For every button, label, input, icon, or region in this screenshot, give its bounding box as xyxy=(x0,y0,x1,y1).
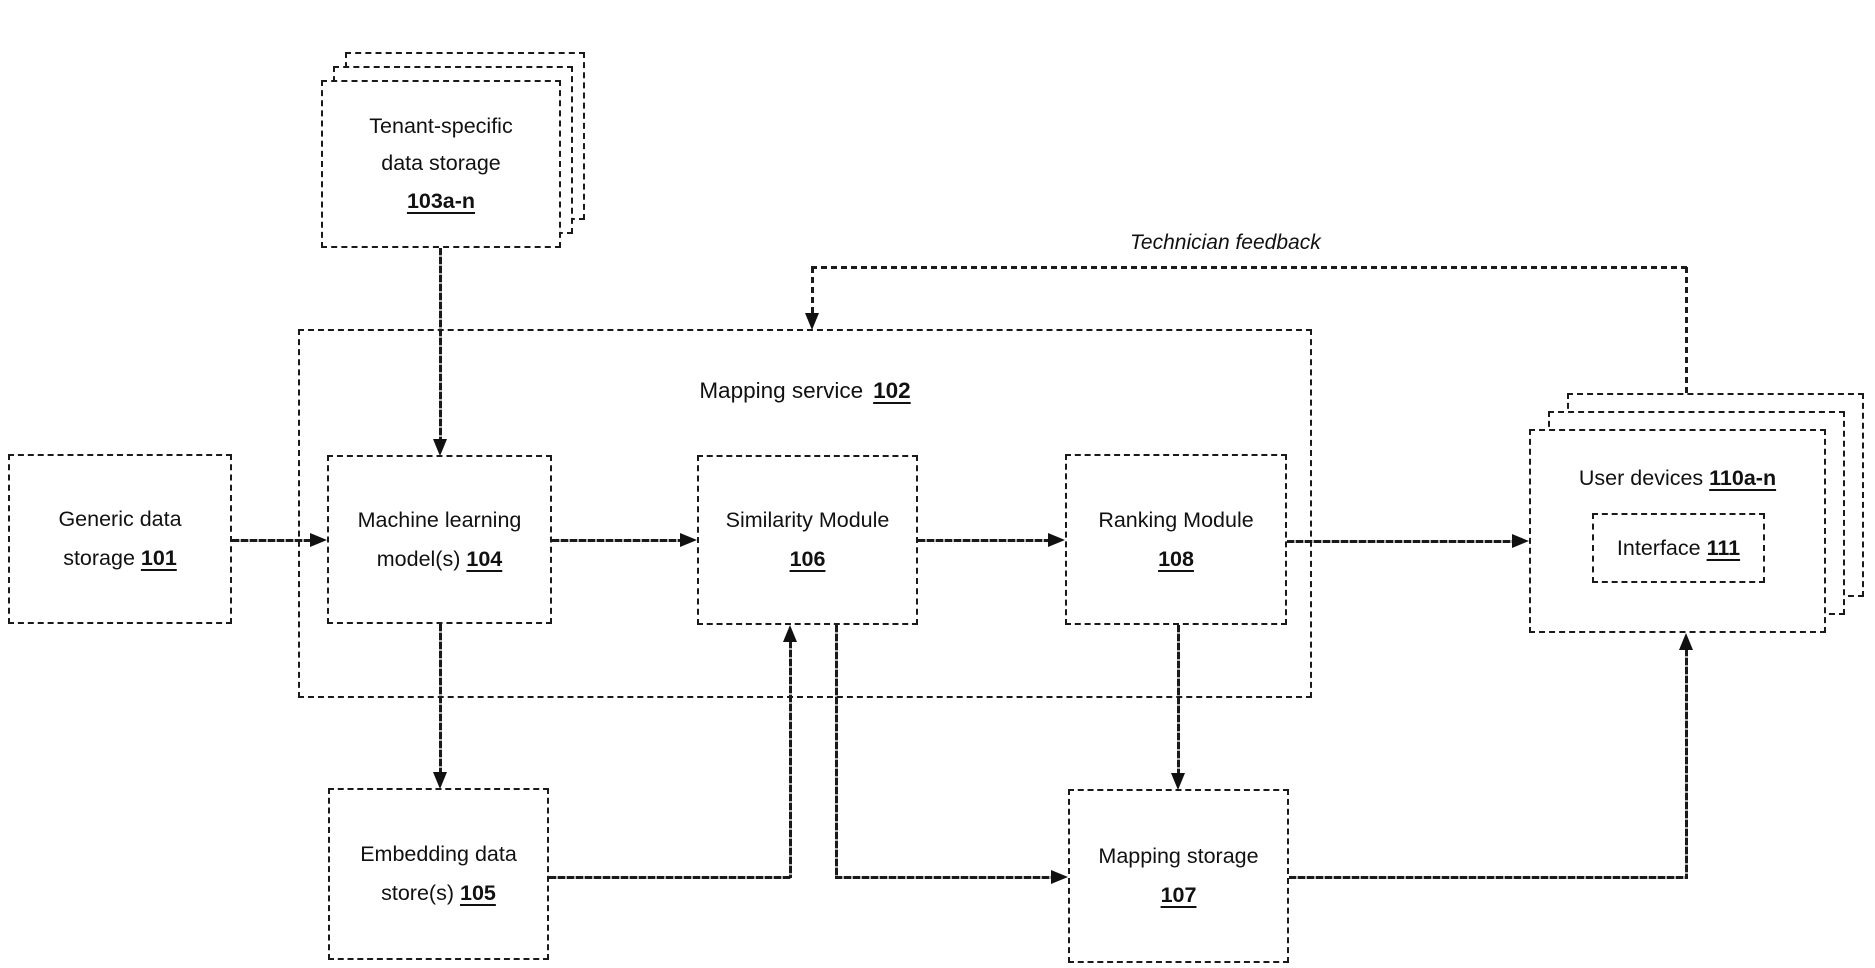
node-mapping-storage: Mapping storage 107 xyxy=(1068,789,1289,963)
ranking-module-ref: 108 xyxy=(1158,546,1194,571)
arrowhead-ml-to-similarity xyxy=(680,533,697,547)
arrowhead-similarity-to-mapping-storage xyxy=(1051,870,1068,884)
line-ml-to-similarity xyxy=(552,539,682,542)
line-feedback-h xyxy=(811,266,1688,269)
embedding-store-ref: 105 xyxy=(459,881,496,905)
line-similarity-to-mapping-storage-v xyxy=(835,625,838,878)
similarity-module-ref: 106 xyxy=(789,547,826,571)
mapping-service-title: Mapping service 102 xyxy=(300,378,1310,404)
interface-ref: 111 xyxy=(1706,535,1741,560)
arrowhead-ranking-to-user-devices xyxy=(1512,534,1529,548)
line-embedding-to-similarity-v xyxy=(789,641,792,878)
mapping-service-container: Mapping service 102 xyxy=(298,329,1312,698)
user-devices-ref: 110a-n xyxy=(1709,466,1777,490)
arrowhead-ranking-to-mapping-storage xyxy=(1171,773,1185,790)
arrowhead-embedding-to-similarity xyxy=(783,625,797,642)
node-generic-data-storage: Generic data storage 101 xyxy=(8,454,232,624)
line-ranking-to-mapping-storage xyxy=(1177,625,1180,775)
arrowhead-mapping-storage-to-user-devices xyxy=(1679,633,1693,650)
line-tenant-to-ml xyxy=(439,248,442,442)
line-feedback-right-v xyxy=(1685,267,1688,395)
arrowhead-generic-to-ml xyxy=(310,533,327,547)
line-embedding-to-similarity-h xyxy=(549,876,791,879)
node-ranking-module: Ranking Module 108 xyxy=(1065,454,1287,625)
line-ml-to-embedding xyxy=(439,624,442,774)
arrowhead-similarity-to-ranking xyxy=(1048,533,1065,547)
technician-feedback-label: Technician feedback xyxy=(1130,231,1321,254)
node-similarity-module: Similarity Module 106 xyxy=(697,455,918,625)
line-ranking-to-user-devices xyxy=(1287,540,1515,543)
arrowhead-feedback-to-mapping-service xyxy=(805,313,819,330)
ml-models-ref: 104 xyxy=(466,546,503,571)
line-feedback-left-v xyxy=(811,267,814,315)
arrowhead-tenant-to-ml xyxy=(433,439,447,456)
line-similarity-to-mapping-storage-h xyxy=(835,876,1054,879)
mapping-storage-ref: 107 xyxy=(1160,883,1197,907)
line-similarity-to-ranking xyxy=(918,539,1051,542)
generic-storage-ref: 101 xyxy=(140,546,177,570)
node-tenant-specific-data-storage: Tenant-specific data storage 103a-n xyxy=(321,80,561,248)
mapping-service-ref: 102 xyxy=(873,378,911,403)
tenant-storage-ref: 103a-n xyxy=(406,188,476,213)
node-embedding-data-store: Embedding data store(s) 105 xyxy=(328,788,549,960)
line-mapping-storage-to-user-devices-v xyxy=(1685,649,1688,879)
node-interface: Interface 111 xyxy=(1592,513,1765,583)
mapping-service-label: Mapping service xyxy=(699,378,864,403)
node-machine-learning-models: Machine learning model(s) 104 xyxy=(327,455,552,624)
line-mapping-storage-to-user-devices-h xyxy=(1289,876,1687,879)
arrowhead-ml-to-embedding xyxy=(433,772,447,789)
line-generic-to-ml xyxy=(232,539,314,542)
